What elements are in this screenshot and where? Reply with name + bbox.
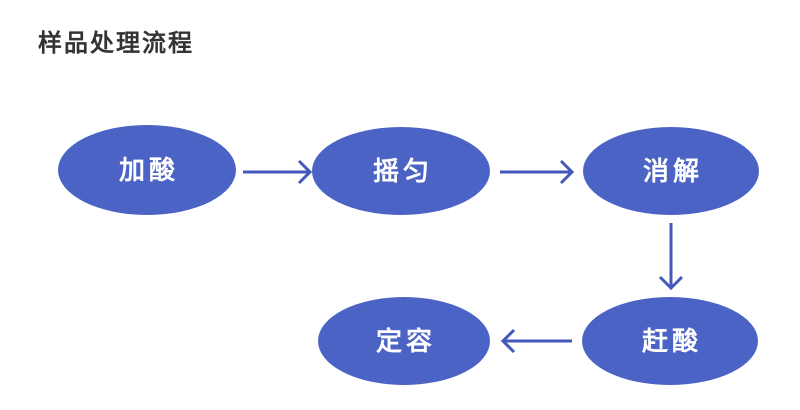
flow-node-label: 消解 [642, 156, 703, 186]
flow-node-label: 摇匀 [372, 156, 433, 186]
flow-node-yao-yun[interactable]: 摇匀 [312, 127, 490, 215]
page-title: 样品处理流程 [38, 30, 194, 57]
flow-node-jia-suan[interactable]: 加酸 [58, 125, 236, 215]
flow-edge-arrowhead-icon [658, 275, 684, 291]
flow-edge-arrowhead-icon [559, 159, 575, 185]
flow-node-label: 定容 [375, 326, 436, 356]
flow-edge-arrowhead-icon [297, 159, 313, 185]
flow-node-label: 赶酸 [641, 326, 702, 356]
flow-node-label: 加酸 [118, 155, 179, 185]
flow-node-ding-rong[interactable]: 定容 [318, 297, 490, 385]
flow-edge-arrowhead-icon [500, 328, 516, 354]
flow-node-xiao-jie[interactable]: 消解 [583, 127, 759, 215]
flow-node-gan-suan[interactable]: 赶酸 [582, 297, 758, 385]
